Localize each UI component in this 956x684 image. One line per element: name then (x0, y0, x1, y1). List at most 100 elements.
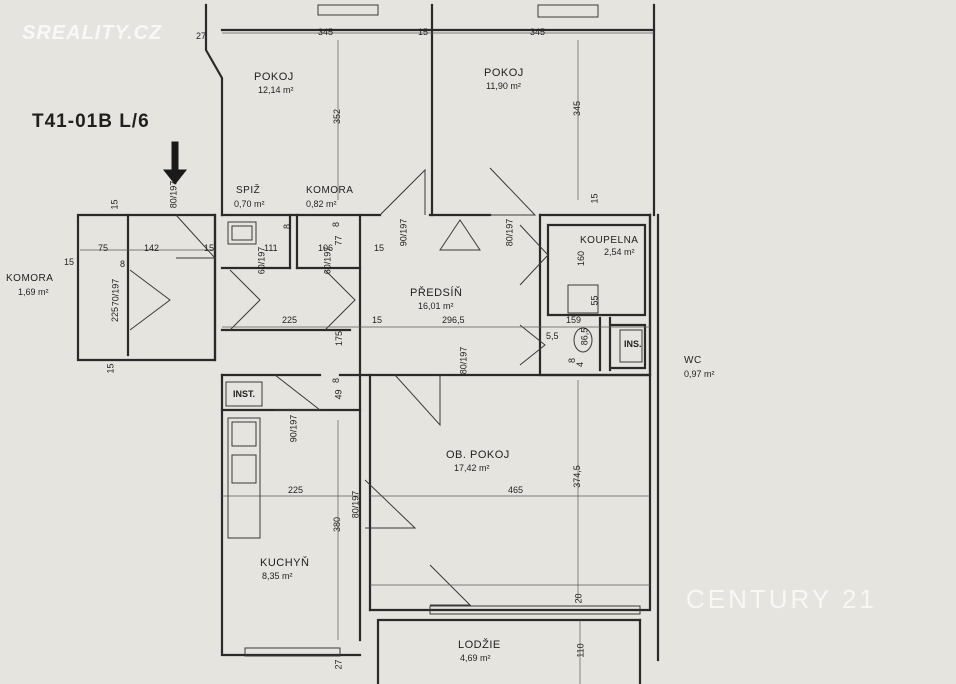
window (244, 647, 341, 657)
pantry-shelf (227, 221, 257, 245)
dim-label: 159 (566, 315, 582, 325)
room-area-pokoj-right: 11,90 m² (486, 81, 521, 91)
door-swing (489, 167, 537, 216)
dim-label: 15 (372, 315, 383, 325)
room-area-ob-pokoj: 17,42 m² (454, 463, 490, 473)
dim-label: 20 (573, 593, 584, 604)
dim-label: 345 (530, 27, 546, 37)
dim-label: 15 (204, 243, 215, 253)
dim-label: 8 (331, 377, 342, 384)
room-area-koupelna: 2,54 m² (604, 247, 635, 257)
room-area-komora-left: 1,69 m² (18, 287, 49, 297)
room-area-lodzie: 4,69 m² (460, 653, 491, 663)
kitchen-counter (227, 417, 261, 539)
wall (368, 213, 652, 612)
door-swing (394, 374, 441, 427)
room-area-komora-small: 0,82 m² (306, 199, 337, 209)
dim-label: 90/197 (288, 414, 299, 443)
window (317, 4, 379, 16)
dim-label: 80/197 (168, 180, 179, 209)
dim-label: 80/197 (350, 490, 361, 519)
dim-label: 75 (98, 243, 109, 253)
room-area-predsin: 16,01 m² (418, 301, 454, 311)
dim-label: 110 (575, 643, 586, 658)
room-name-pokoj-right: POKOJ (484, 67, 524, 79)
dim-label: 80/197 (458, 346, 469, 375)
dim-label: 15 (374, 243, 385, 253)
dim-label: 142 (144, 243, 160, 253)
wall (610, 323, 647, 370)
dim-label: 296,5 (442, 315, 465, 325)
window (429, 605, 641, 615)
room-name-predsin: PŘEDSÍŇ (410, 287, 463, 299)
dim-label: 106 (318, 243, 334, 253)
fixture-inst-wc: INS. (624, 339, 642, 349)
dim-label: 4 (575, 361, 586, 368)
fixture-inst-kitchen: INST. (233, 389, 256, 399)
dim-label: 111 (264, 243, 278, 253)
door-swing (274, 374, 322, 411)
dim-label: 15 (418, 27, 429, 37)
dim-label: 345 (572, 100, 583, 117)
plan-code: T41-01B L/6 (32, 111, 150, 132)
dim-label: 80/197 (504, 218, 515, 247)
wall (288, 213, 299, 270)
room-area-pokoj-left: 12,14 m² (258, 85, 294, 95)
room-name-wc: WC (684, 355, 702, 366)
dim-label: 60/197 (256, 246, 267, 275)
room-name-kuchyn: KUCHYŇ (260, 557, 310, 569)
dim-label: 27 (333, 659, 344, 670)
inst-box (225, 381, 263, 407)
dim-label: 225 (110, 306, 121, 323)
door-swing (175, 214, 217, 259)
door-swing (129, 269, 171, 331)
room-area-wc: 0,97 m² (684, 369, 715, 379)
room-name-koupelna: KOUPELNA (580, 235, 639, 246)
wall (546, 223, 647, 317)
dim-label: 352 (332, 108, 343, 125)
pantry-shelf (231, 225, 253, 241)
dim-label: 15 (589, 193, 600, 204)
toilet (573, 327, 593, 353)
dim-label: 374,5 (571, 465, 582, 488)
room-name-lodzie: LODŽIE (458, 639, 501, 651)
door-swing (229, 269, 261, 331)
room-name-komora-small: KOMORA (306, 185, 354, 196)
dim-label: 380 (332, 516, 343, 533)
bath-tub (567, 284, 599, 314)
room-area-kuchyn: 8,35 m² (262, 571, 293, 581)
room-area-spiz: 0,70 m² (234, 199, 265, 209)
inst-box (619, 329, 643, 363)
dim-label: 15 (64, 257, 75, 267)
dim-label: 8 (282, 223, 293, 230)
dim-label: 15 (105, 363, 116, 374)
stove (231, 454, 257, 484)
wall (204, 3, 224, 217)
watermark-century21: CENTURY 21 (686, 584, 877, 614)
dim-label: 90/197 (398, 218, 409, 247)
door-swing (429, 564, 472, 606)
kitchen-sink (231, 421, 257, 447)
door-swing (519, 324, 546, 366)
arrow-down-icon (162, 141, 188, 185)
dim-label: 77 (333, 235, 344, 246)
dim-label: 225 (288, 485, 304, 495)
room-name-pokoj-left: POKOJ (254, 71, 294, 83)
window (537, 4, 599, 18)
dim-label: 175 (334, 330, 345, 347)
door-swing (519, 224, 549, 286)
dim-label: 70/197 (110, 278, 121, 307)
dim-label: 86,5 (579, 327, 590, 346)
door-swing (379, 168, 426, 216)
wall (220, 373, 362, 657)
dim-label: 60/197 (322, 246, 333, 275)
room-name-komora-left: KOMORA (6, 273, 54, 284)
room-name-spiz: SPIŽ (236, 185, 261, 196)
dim-label: 345 (318, 27, 334, 37)
dim-label: 8 (120, 259, 126, 269)
dim-label: 27 (196, 31, 207, 41)
dim-label: 465 (508, 485, 524, 495)
wall (376, 618, 642, 684)
watermark-sreality: SREALITY.CZ (22, 22, 163, 44)
